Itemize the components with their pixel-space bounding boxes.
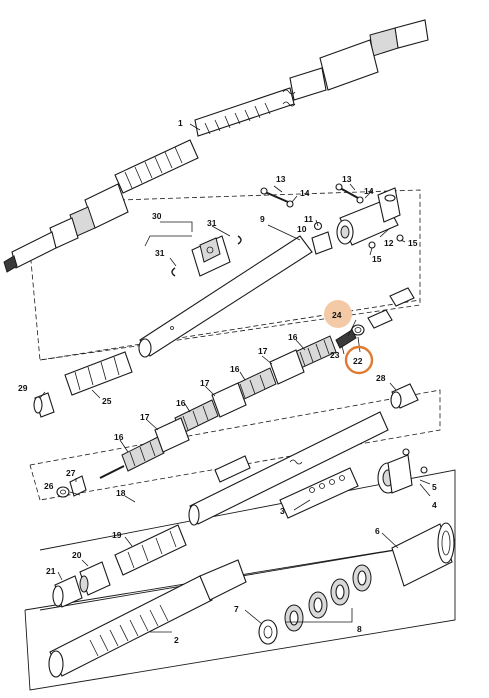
callout-19[interactable]: 19 — [112, 530, 122, 540]
part-31-clip — [171, 235, 242, 277]
leader-lines — [39, 123, 431, 633]
part-15-nut — [368, 234, 404, 249]
callout-28[interactable]: 28 — [376, 373, 386, 383]
part-22-ring — [351, 324, 365, 336]
part-5-screw — [402, 448, 428, 474]
callout-13b[interactable]: 13 — [342, 174, 352, 184]
callout-18[interactable]: 18 — [116, 488, 126, 498]
callout-labels: 1 2 3 4 5 6 7 8 9 10 11 12 13 13 14 14 1… — [18, 118, 437, 645]
callout-13a[interactable]: 13 — [276, 174, 286, 184]
callout-5[interactable]: 5 — [432, 482, 437, 492]
callout-10[interactable]: 10 — [297, 224, 307, 234]
highlight-24 — [324, 300, 352, 328]
part-3-housing-tube — [279, 467, 359, 519]
callout-9[interactable]: 9 — [260, 214, 265, 224]
callout-3[interactable]: 3 — [280, 506, 285, 516]
part-23-spring — [335, 329, 357, 349]
callout-17a[interactable]: 17 — [258, 346, 268, 356]
callout-29[interactable]: 29 — [18, 383, 28, 393]
callout-6[interactable]: 6 — [375, 526, 380, 536]
callout-31a[interactable]: 31 — [207, 218, 217, 228]
callout-21[interactable]: 21 — [46, 566, 56, 576]
callout-4[interactable]: 4 — [432, 500, 437, 510]
part-7-seal — [258, 619, 278, 645]
callout-16b[interactable]: 16 — [230, 364, 240, 374]
callout-14a[interactable]: 14 — [300, 188, 310, 198]
callout-20[interactable]: 20 — [72, 550, 82, 560]
part-6-sleeve — [391, 522, 455, 587]
callout-15b[interactable]: 15 — [408, 238, 418, 248]
callout-7[interactable]: 7 — [234, 604, 239, 614]
part-25-spline-sleeve — [64, 351, 133, 396]
part-14-washer — [286, 196, 364, 208]
callout-31b[interactable]: 31 — [155, 248, 165, 258]
part-30-bracket — [191, 235, 231, 277]
callout-8[interactable]: 8 — [357, 624, 362, 634]
assembly-frames — [24, 189, 456, 691]
part-19-spline-shaft — [114, 524, 187, 576]
callout-16d[interactable]: 16 — [114, 432, 124, 442]
part-20-coupling — [79, 561, 111, 596]
callout-14b[interactable]: 14 — [364, 186, 374, 196]
part-28-cap — [390, 383, 419, 409]
callout-17b[interactable]: 17 — [200, 378, 210, 388]
part-18-housing-tube — [188, 411, 389, 526]
part-21-end-cap — [52, 575, 83, 608]
callout-15a[interactable]: 15 — [372, 254, 382, 264]
part-12-clamp-housing — [336, 187, 401, 246]
callout-22[interactable]: 22 — [353, 356, 363, 366]
part-24-pin — [367, 287, 415, 329]
callout-1[interactable]: 1 — [178, 118, 183, 128]
callout-16c[interactable]: 16 — [176, 398, 186, 408]
callout-26[interactable]: 26 — [44, 481, 54, 491]
part-9-tube — [138, 235, 313, 358]
part-29-cap — [33, 392, 55, 418]
callout-11[interactable]: 11 — [304, 214, 313, 224]
callout-2[interactable]: 2 — [174, 635, 179, 645]
part-17-coupling-sleeve — [99, 349, 305, 479]
part-8-bearing-set — [284, 564, 372, 632]
callout-30[interactable]: 30 — [152, 211, 162, 221]
callout-27[interactable]: 27 — [66, 468, 76, 478]
highlight-22 — [344, 345, 374, 375]
part-16-spring-coupling — [121, 335, 337, 472]
part-26-bushing — [56, 486, 70, 498]
callout-23[interactable]: 23 — [330, 350, 340, 360]
part-2-drive-tube — [48, 559, 247, 678]
callout-17c[interactable]: 17 — [140, 412, 150, 422]
callout-25[interactable]: 25 — [102, 396, 112, 406]
part-1-drive-shaft — [3, 19, 429, 273]
part-13-screw — [260, 183, 359, 203]
callout-16a[interactable]: 16 — [288, 332, 298, 342]
part-27-nipple — [69, 475, 87, 497]
callout-24[interactable]: 24 — [332, 310, 342, 320]
part-4-gear-housing — [377, 454, 413, 494]
callout-12[interactable]: 12 — [384, 238, 394, 248]
part-11-fitting — [311, 221, 333, 255]
